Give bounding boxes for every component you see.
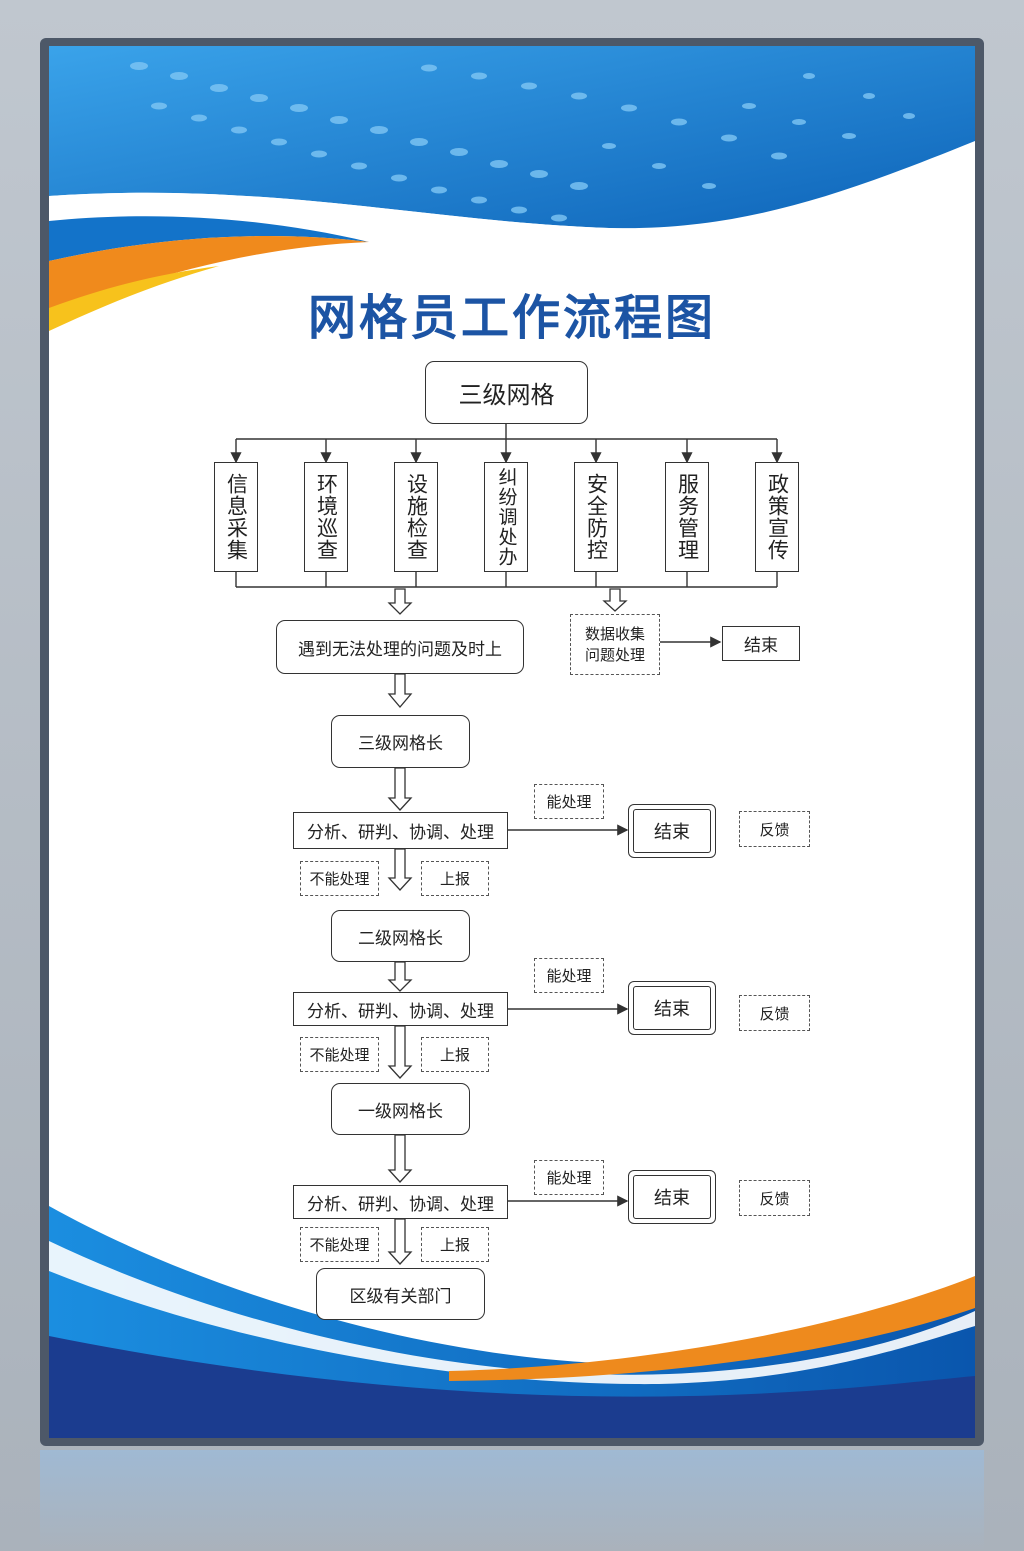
cannot-process-label: 不能处理 (300, 861, 379, 896)
end-box: 结束 (628, 981, 716, 1035)
top-yellow-swoosh (49, 266, 219, 331)
category-box: 政策宣传 (755, 462, 799, 572)
top-blue-swoosh (49, 216, 369, 261)
category-box: 安全防控 (574, 462, 618, 572)
end-box-text: 结束 (633, 986, 711, 1030)
category-box: 设施检查 (394, 462, 438, 572)
category-box: 纠纷调处办 (484, 462, 528, 572)
top-white-stripe (49, 192, 729, 248)
data-collection-box: 数据收集 问题处理 (570, 614, 660, 675)
level-head-box: 一级网格长 (331, 1083, 470, 1135)
can-process-label: 能处理 (534, 958, 604, 993)
dot-pattern (130, 62, 915, 222)
cannot-process-label: 不能处理 (300, 1037, 379, 1072)
bottom-dark-band (49, 1336, 975, 1438)
end-box-text: 结束 (633, 1175, 711, 1219)
report-up-label: 上报 (421, 1037, 489, 1072)
top-box-third-grid: 三级网格 (425, 361, 588, 424)
top-orange-swoosh (49, 236, 369, 316)
end-box: 结束 (628, 1170, 716, 1224)
feedback-box: 反馈 (739, 995, 810, 1031)
level-head-box: 二级网格长 (331, 910, 470, 962)
data-box-line2: 问题处理 (584, 645, 645, 664)
end-box-text: 结束 (633, 809, 711, 853)
poster (49, 46, 975, 1438)
final-box-district-departments: 区级有关部门 (316, 1268, 485, 1320)
can-process-label: 能处理 (534, 1160, 604, 1195)
analysis-box: 分析、研判、协调、处理 (293, 1185, 508, 1219)
can-process-label: 能处理 (534, 784, 604, 819)
analysis-box: 分析、研判、协调、处理 (293, 992, 508, 1026)
end-box: 结束 (628, 804, 716, 858)
category-box: 信息采集 (214, 462, 258, 572)
analysis-box: 分析、研判、协调、处理 (293, 812, 508, 849)
data-box-line1: 数据收集 (584, 624, 645, 643)
cannot-process-label: 不能处理 (300, 1227, 379, 1262)
category-box: 环境巡查 (304, 462, 348, 572)
category-box: 服务管理 (665, 462, 709, 572)
top-wave (49, 46, 975, 229)
report-up-label: 上报 (421, 861, 489, 896)
page-title: 网格员工作流程图 (307, 290, 716, 346)
level-head-box: 三级网格长 (331, 715, 470, 768)
end-box-top: 结束 (722, 626, 800, 661)
report-up-label: 上报 (421, 1227, 489, 1262)
poster-decoration (49, 46, 975, 1438)
feedback-box: 反馈 (739, 1180, 810, 1216)
poster-reflection (40, 1450, 984, 1551)
feedback-box: 反馈 (739, 811, 810, 847)
report-box: 遇到无法处理的问题及时上 (276, 620, 524, 674)
bottom-orange-swoosh (449, 1276, 975, 1381)
